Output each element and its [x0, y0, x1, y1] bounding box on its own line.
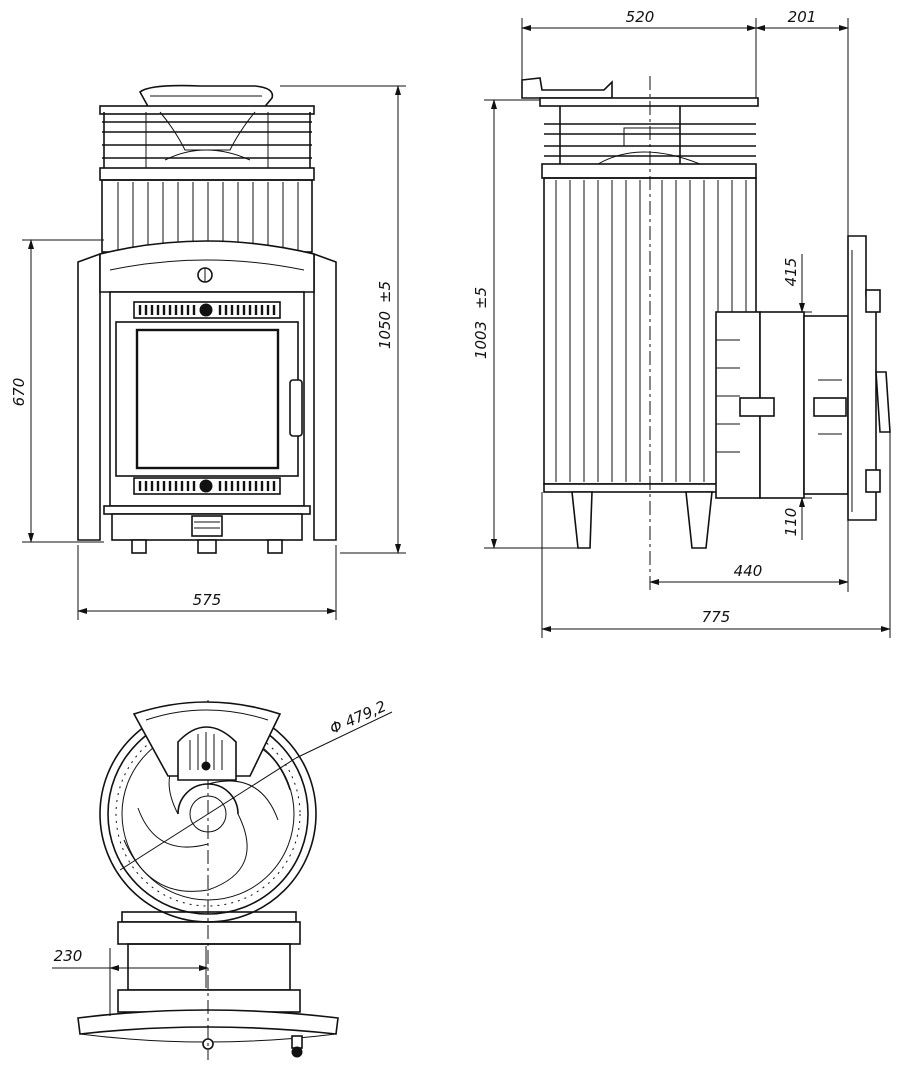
front-door-frame [77, 240, 337, 541]
side-depth-top-label: 520 [626, 8, 655, 26]
front-width-label: 575 [193, 591, 222, 609]
side-tunnel-bottom-label: 110 [782, 508, 800, 537]
top-offset-label: 230 [54, 947, 83, 965]
side-depth-top-dimension: 520 201 [521, 8, 849, 236]
front-height-tolerance: ±5 [376, 281, 394, 303]
side-firebox-tunnel [715, 235, 891, 521]
front-fluted-body [101, 179, 313, 253]
side-fluted-body [543, 76, 757, 590]
front-door-height-label: 670 [10, 378, 28, 407]
top-diameter-dimension: Φ 479,2 [295, 697, 393, 759]
side-height-dimension: 1003 ±5 [472, 99, 580, 549]
front-door-height-dimension: 670 [10, 239, 104, 543]
top-view: Φ 479,2 230 [52, 697, 393, 1060]
side-height-label: 1003 [472, 321, 490, 359]
side-tunnel-height-dimension: 415 110 [782, 254, 812, 540]
side-tunnel-height-label: 415 [782, 258, 800, 287]
top-tunnel [77, 911, 339, 1058]
front-width-dimension: 575 [77, 545, 337, 620]
front-height-label: 1050 [376, 311, 394, 349]
top-offset-dimension: 230 [52, 947, 209, 1016]
side-total-depth-label: 775 [702, 608, 731, 626]
front-height-dimension: 1050 ±5 [280, 85, 406, 554]
side-view: 520 201 1003 ±5 415 110 440 775 [472, 8, 891, 638]
front-air-grille-top [133, 301, 281, 319]
top-stone-basket [132, 701, 282, 781]
front-stone-basket [99, 84, 315, 181]
front-view: 575 1050 ±5 670 [10, 84, 406, 620]
side-tunnel-length-label: 440 [734, 562, 763, 580]
front-air-grille-bottom [133, 477, 281, 495]
side-total-depth-dimension: 775 [541, 430, 891, 638]
front-ash-drawer [103, 505, 311, 554]
side-stone-basket [521, 77, 759, 179]
side-height-tolerance: ±5 [472, 287, 490, 309]
side-tunnel-length-dimension: 440 [649, 520, 849, 592]
side-depth-extra-label: 201 [788, 8, 817, 26]
top-diameter-label: Φ 479,2 [327, 697, 389, 738]
